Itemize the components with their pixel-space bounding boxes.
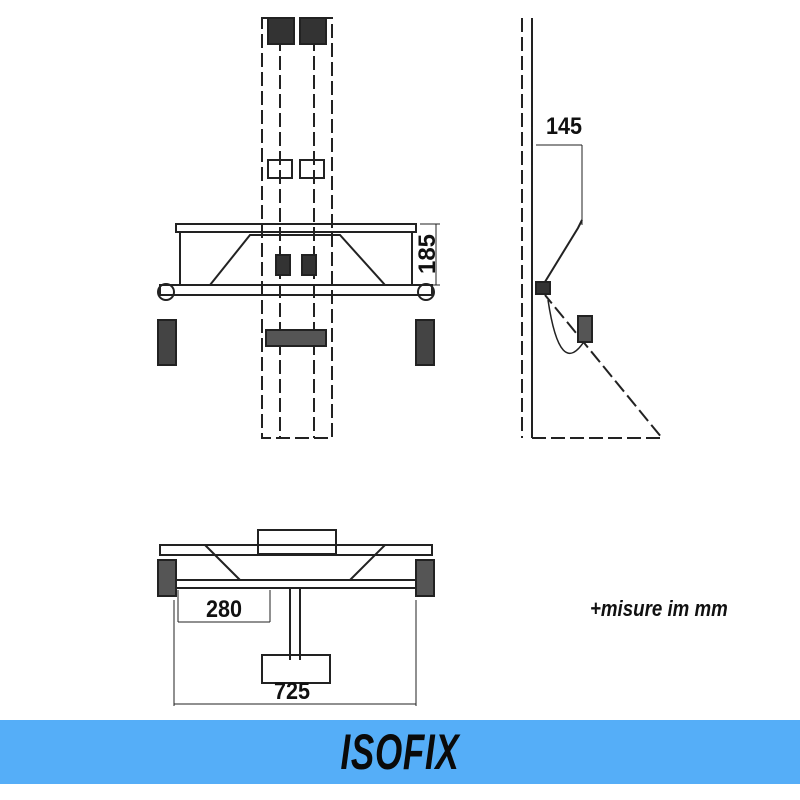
title-banner: ISOFIX: [0, 720, 800, 784]
front-view: [157, 17, 440, 439]
dimension-725: 725: [274, 678, 311, 705]
units-note: +misure im mm: [590, 596, 728, 621]
dimension-185: 185: [414, 233, 442, 275]
dimension-280: 280: [206, 596, 243, 623]
top-view: [157, 529, 435, 706]
dimension-145: 145: [546, 113, 583, 140]
banner-title: ISOFIX: [340, 724, 460, 780]
side-view: [521, 18, 665, 439]
